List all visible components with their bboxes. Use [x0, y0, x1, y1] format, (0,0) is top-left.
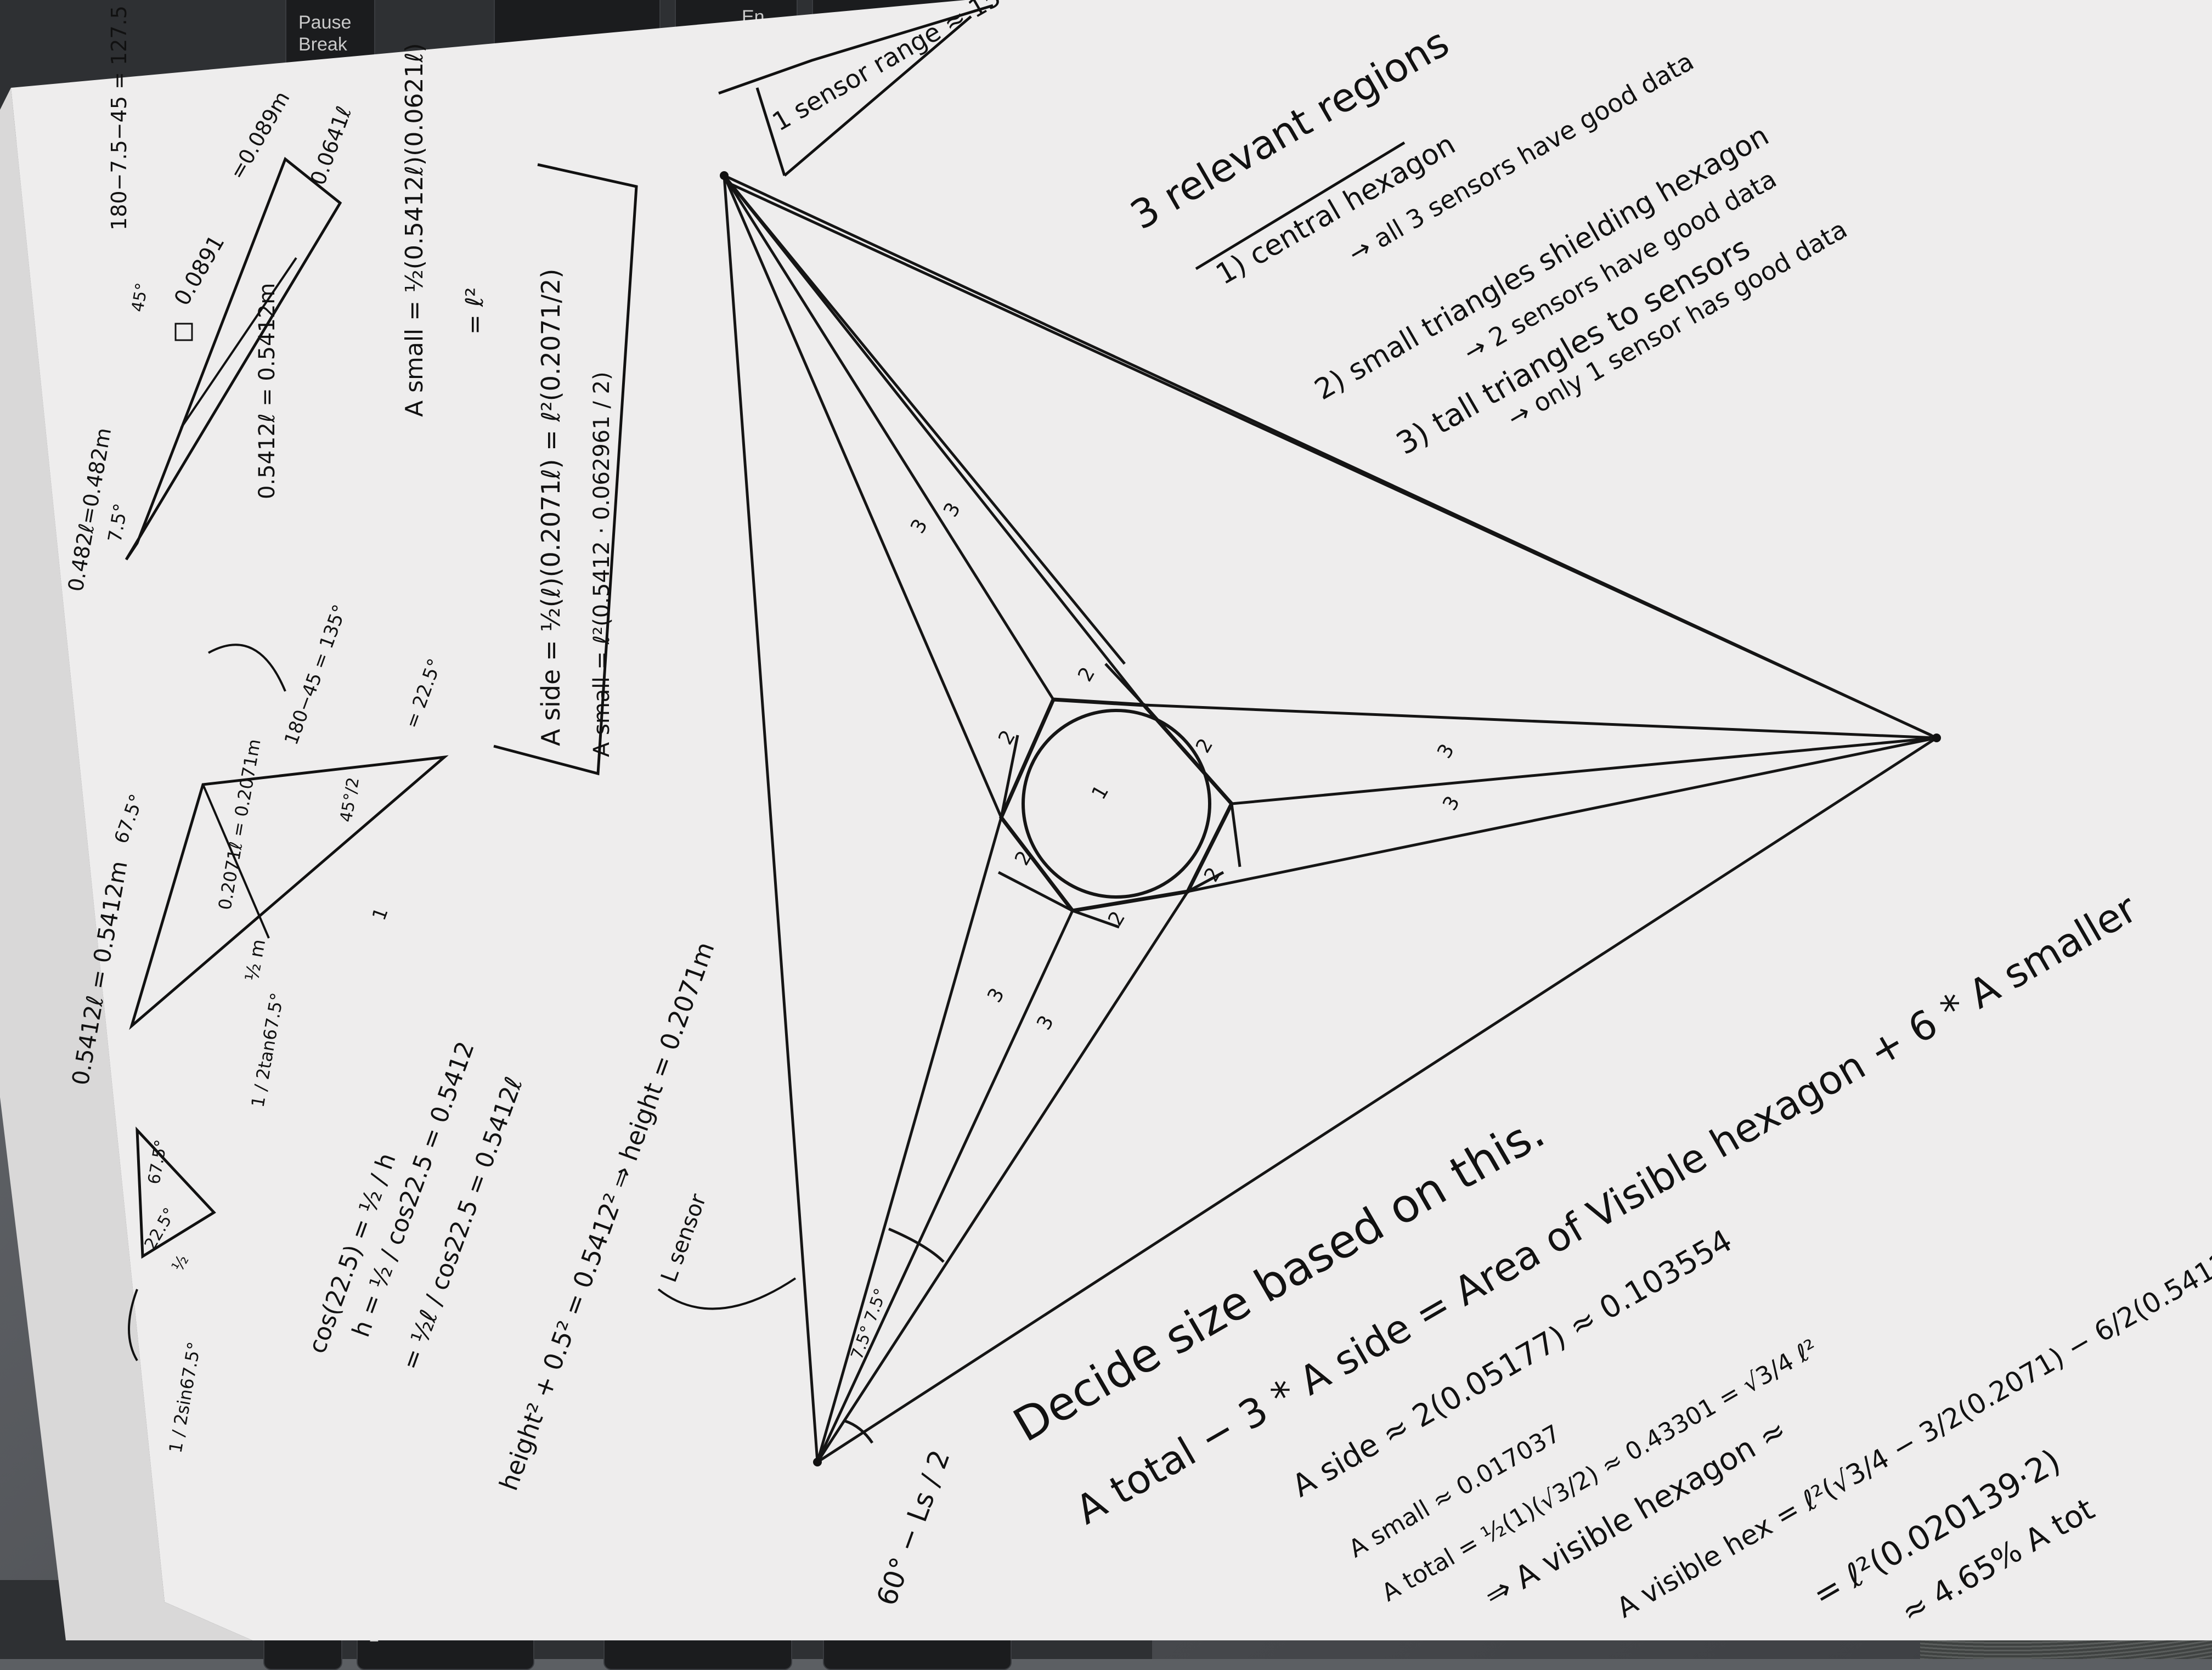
small-triangle-sketch: [128, 1126, 216, 1362]
label: 0.5412ℓ = 0.5412m: [255, 283, 280, 499]
a-small-top-text: A small = ½(0.5412ℓ)(0.0621ℓ): [400, 43, 428, 417]
sensor-arrow: [657, 1277, 797, 1310]
a-small-top-eq: = ℓ²: [461, 287, 489, 335]
mid-triangle-sketch: [129, 644, 449, 1030]
paper-sheet: [11, 0, 2212, 1640]
pause-key-label: Pause: [298, 12, 352, 33]
triangle-diagram: [723, 173, 1940, 1465]
top-triangle-sketch: [125, 156, 342, 561]
box-formula-2: A small = ℓ²(0.5412 · 0.062961 / 2): [589, 371, 614, 757]
paper-shadow: [0, 88, 252, 1640]
boxed-formula: A side = ½(ℓ)(0.2071ℓ) = ℓ²(0.2071/2) A …: [493, 163, 638, 776]
break-key-label: Break: [298, 34, 347, 55]
label: 180−7.5−45 = 127.5: [107, 5, 131, 230]
box-formula-1: A side = ½(ℓ)(0.2071ℓ) = ℓ²(0.2071/2): [536, 269, 566, 746]
vertex-dots: [720, 171, 1941, 1466]
title-underline: [1195, 141, 1406, 270]
